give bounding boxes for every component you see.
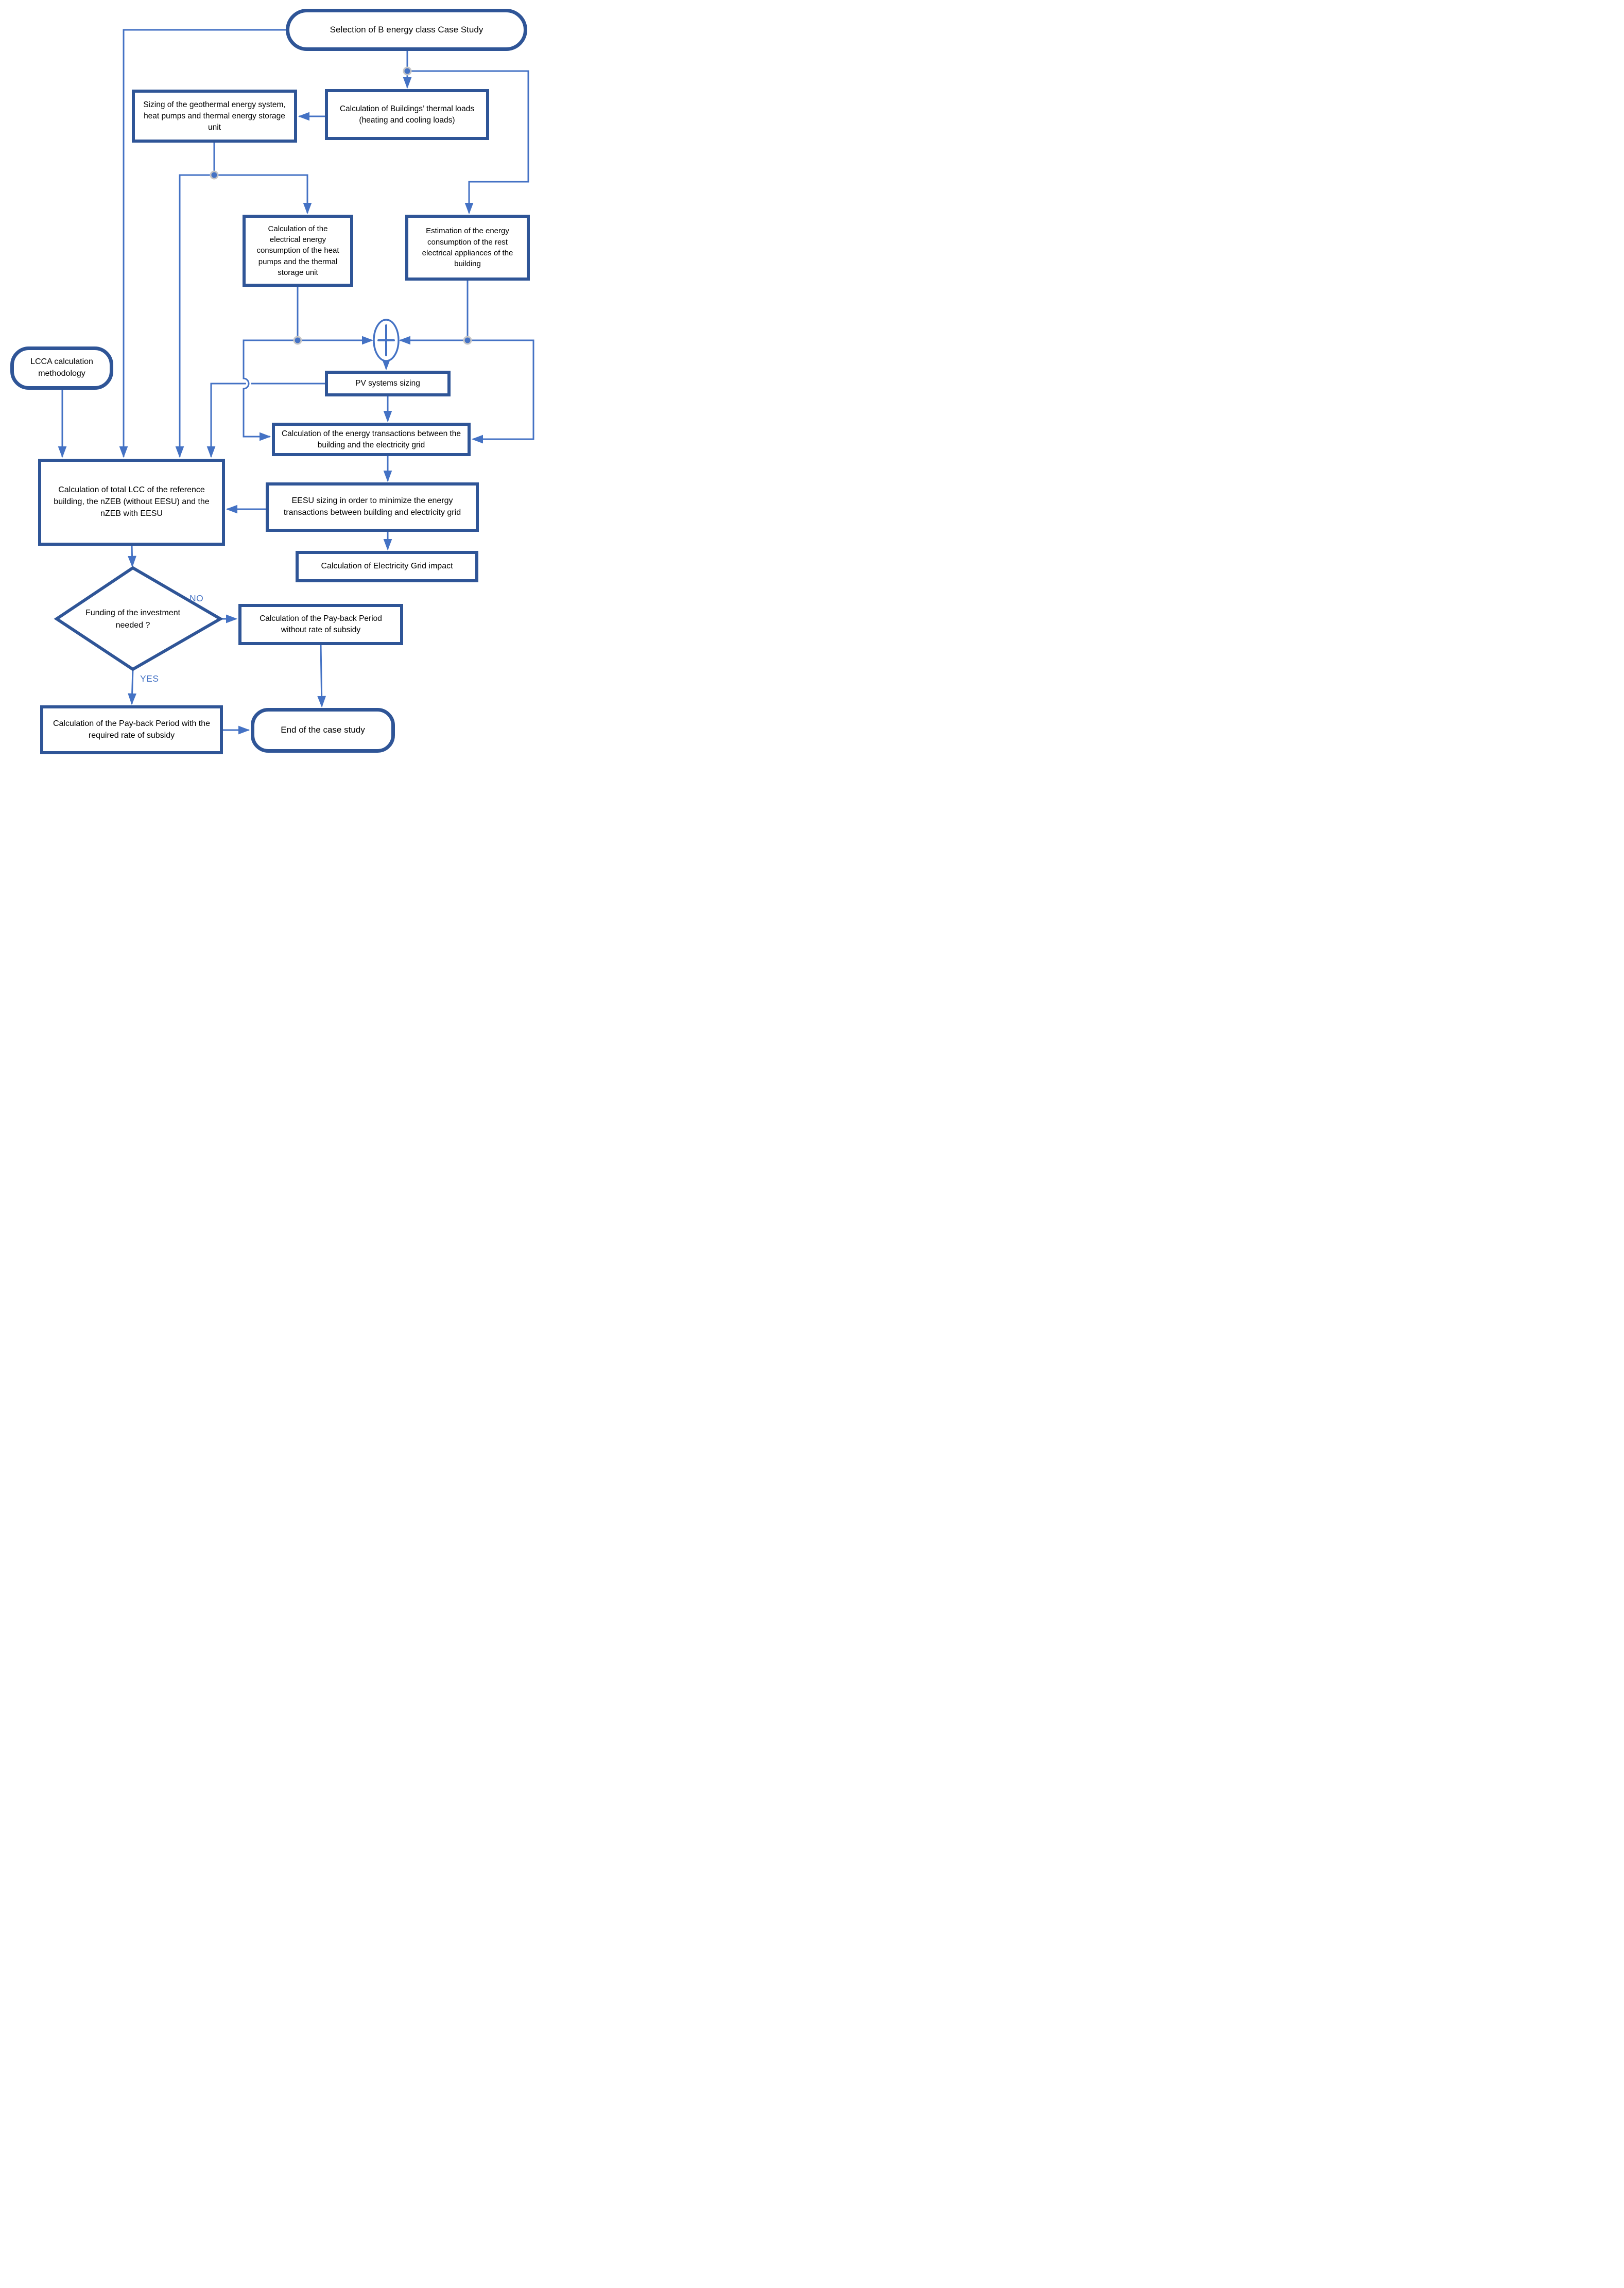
connector-layer [54,29,534,735]
node-appliances-consumption: Estimation of the energy consumption of … [405,215,530,281]
node-geothermal-sizing: Sizing of the geothermal energy system, … [132,90,297,143]
node-hp-consumption: Calculation of the electrical energy con… [243,215,353,287]
node-energy-transactions: Calculation of the energy transactions b… [272,423,471,456]
node-funding-decision: Funding of the investment needed ? [76,597,189,641]
connector-junctionB-to-hp-consumption [214,174,312,215]
junction-dot-icon [210,170,219,180]
node-appliances-consumption-label: Estimation of the energy consumption of … [422,227,513,269]
node-start-label: Selection of B energy class Case Study [330,24,483,34]
connector-junctionB-to-lcc [175,174,214,458]
node-geothermal-sizing-label: Sizing of the geothermal energy system, … [143,100,286,132]
decision-diamond-shape [54,566,223,671]
junction-dot-icon [403,66,412,76]
connector-start-to-lcc [119,29,286,458]
connector-estimation-to-transactions [468,339,534,444]
node-payback-with-subsidy: Calculation of the Pay-back Period with … [40,705,223,754]
node-grid-impact: Calculation of Electricity Grid impact [296,551,478,582]
edge-label-no: NO [189,593,204,603]
node-end-label: End of the case study [281,725,365,735]
junction-dot-icon [463,336,472,345]
flowchart-canvas: Selection of B energy class Case Study C… [0,0,541,762]
connector-pv-to-lcc [206,383,325,458]
node-pv-sizing: PV systems sizing [325,371,451,396]
junction-dot-icon [293,336,302,345]
node-funding-decision-label: Funding of the investment needed ? [85,609,181,630]
node-thermal-loads: Calculation of Buildings’ thermal loads … [325,89,489,140]
node-lcc-total-label: Calculation of total LCC of the referenc… [54,486,210,518]
node-payback-no-subsidy: Calculation of the Pay-back Period witho… [238,604,403,645]
connector-start-branch-to-estimation [407,70,529,215]
node-thermal-loads-label: Calculation of Buildings’ thermal loads … [339,104,475,125]
node-energy-transactions-label: Calculation of the energy transactions b… [281,429,461,449]
node-pv-sizing-label: PV systems sizing [355,379,420,388]
node-eesu-sizing: EESU sizing in order to minimize the ene… [266,482,479,532]
node-start: Selection of B energy class Case Study [286,9,527,51]
node-grid-impact-label: Calculation of Electricity Grid impact [321,562,453,571]
node-end: End of the case study [251,708,395,753]
node-payback-no-subsidy-label: Calculation of the Pay-back Period witho… [260,614,382,634]
connector-payback-no-to-end [317,645,326,708]
plus-icon [377,324,395,356]
node-hp-consumption-label: Calculation of the electrical energy con… [256,224,339,277]
node-lcca-methodology: LCCA calculation methodology [10,346,113,390]
node-eesu-sizing-label: EESU sizing in order to minimize the ene… [283,496,461,517]
summing-junction [373,319,400,362]
node-payback-with-subsidy-label: Calculation of the Pay-back Period with … [53,719,211,740]
node-lcc-total: Calculation of total LCC of the referenc… [38,459,225,546]
edge-label-yes: YES [140,673,159,684]
node-lcca-methodology-label: LCCA calculation methodology [30,357,93,378]
connector-hp-to-transactions [243,339,298,441]
connector-decision-yes [128,669,136,705]
